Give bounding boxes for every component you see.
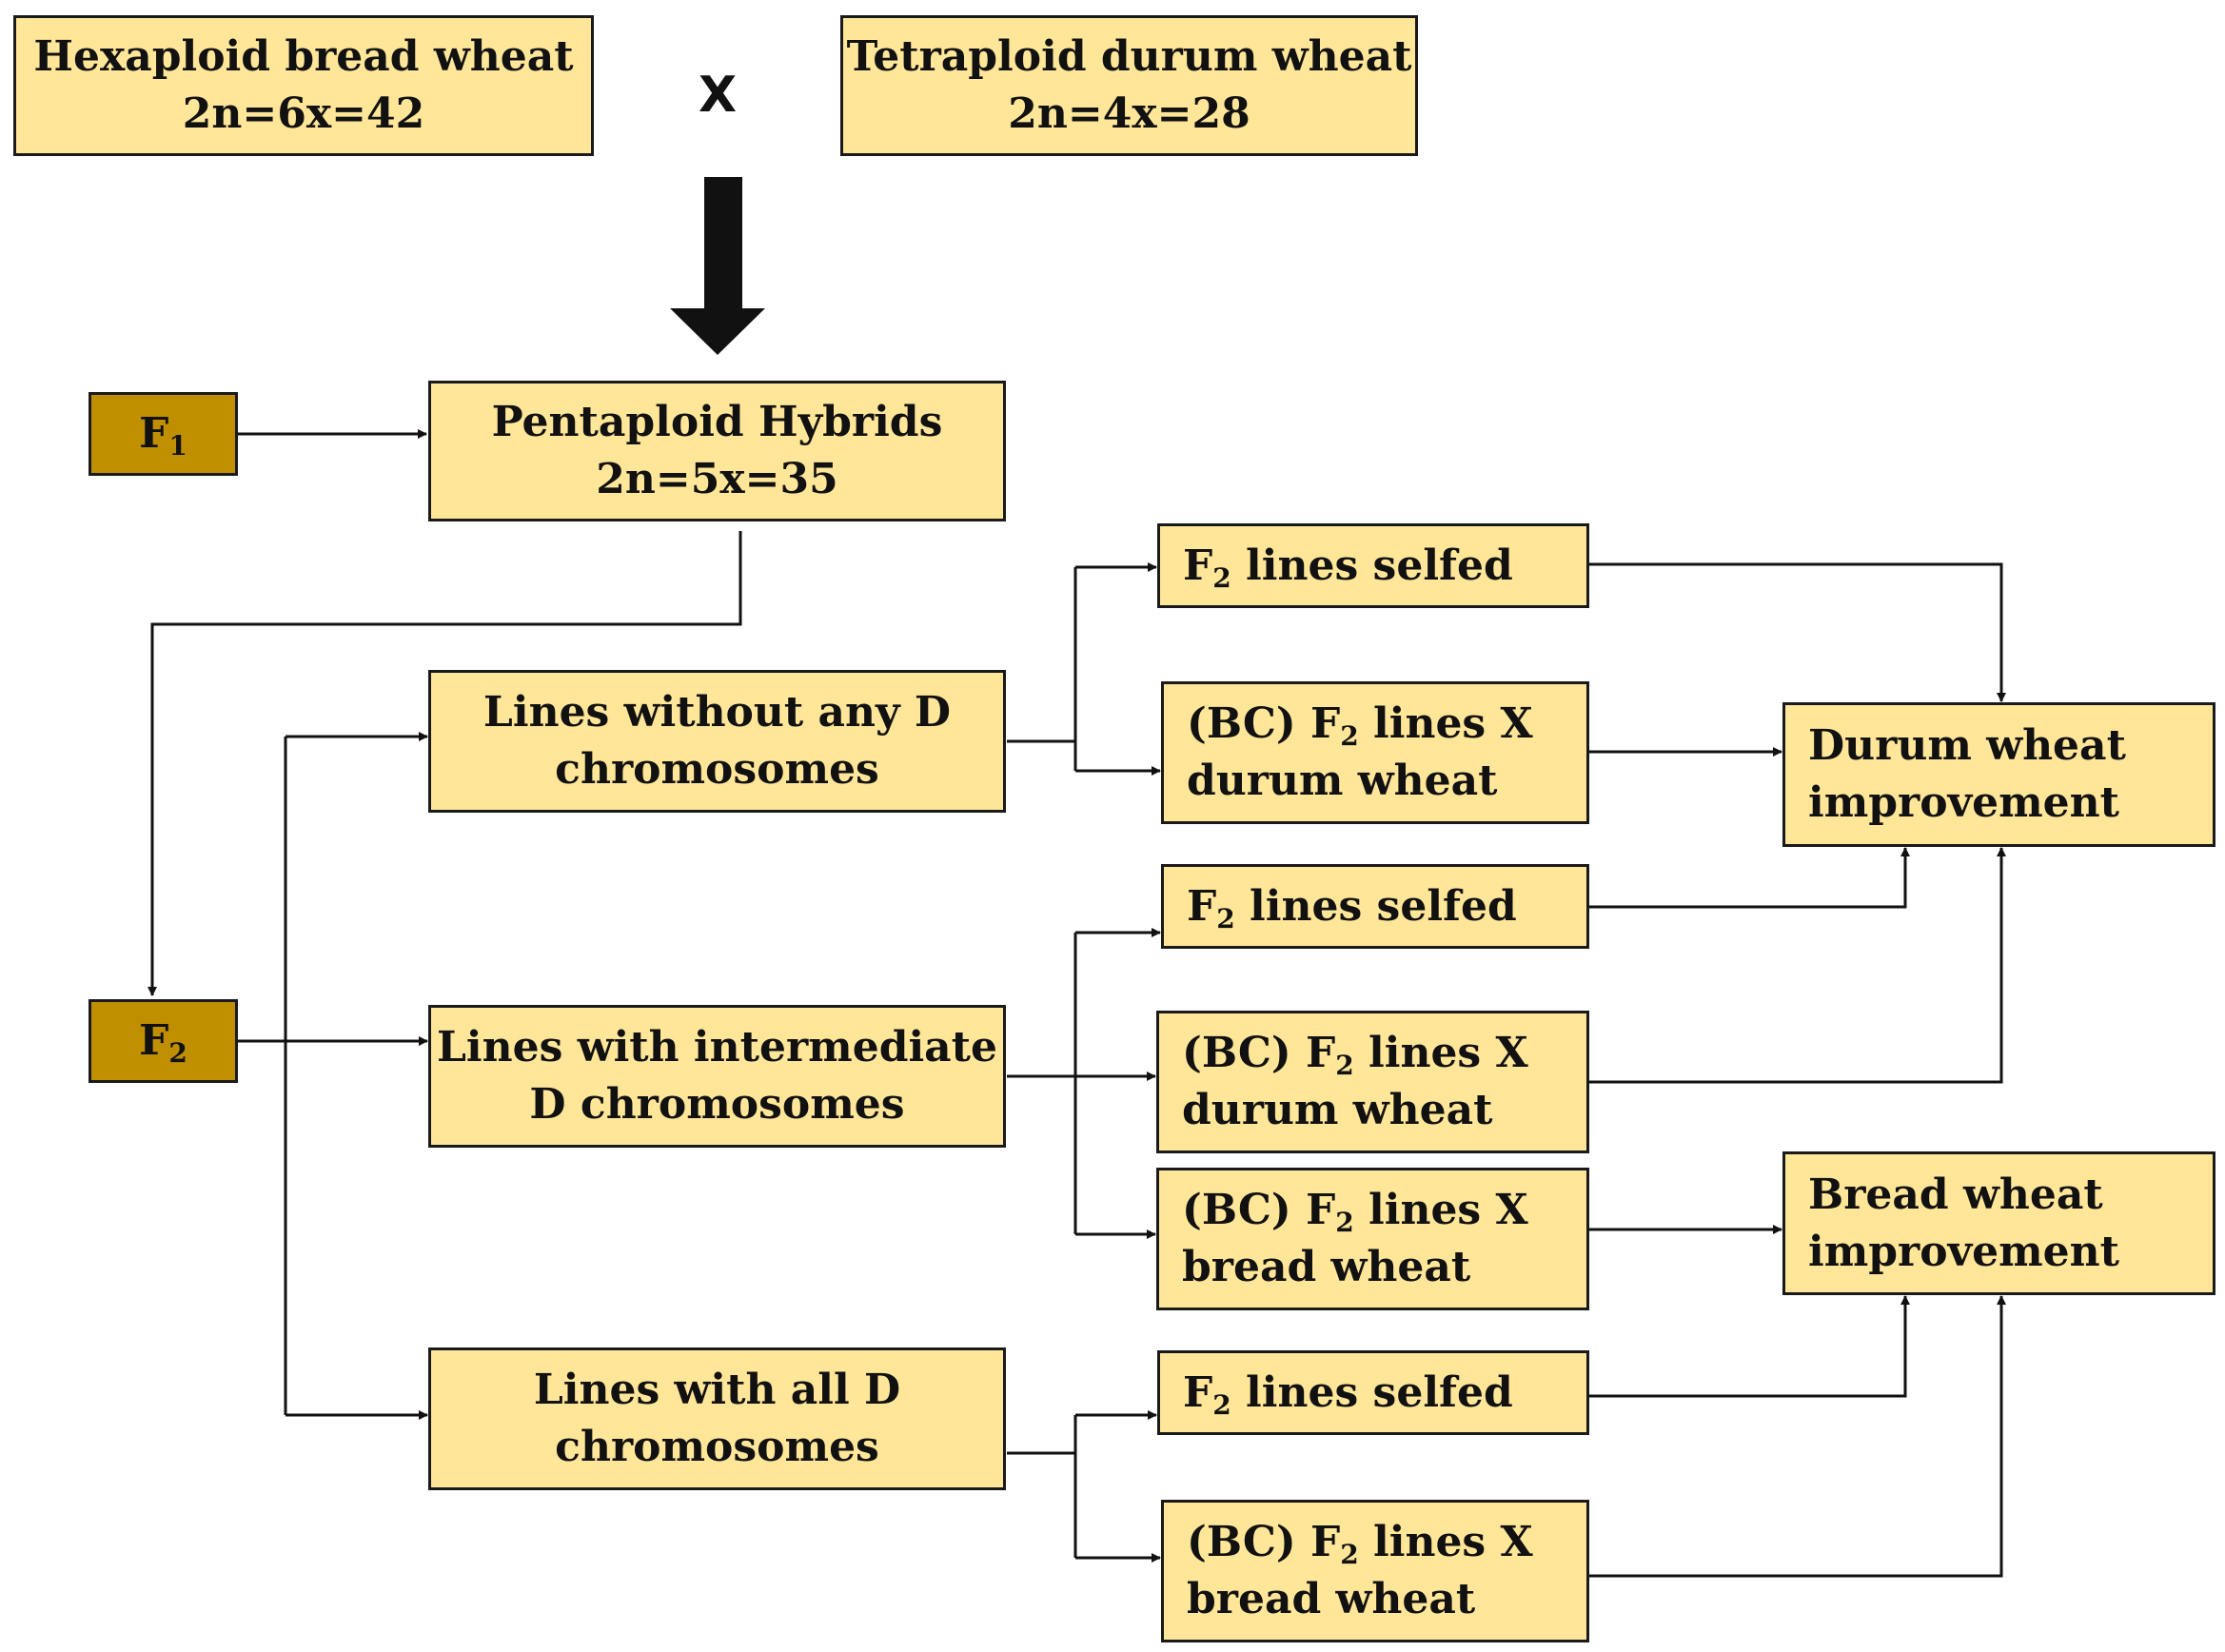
tetraploid-chromosomes: 2n=4x=28 (1008, 89, 1250, 138)
selfed-1-text: F2 lines selfed (1183, 541, 1513, 594)
outcome-bread-line1: Bread wheat (1808, 1170, 2103, 1219)
arrow-selfed3-bread (1589, 1295, 1910, 1398)
f1-box: F1 (89, 392, 238, 476)
group-all-d-line1: Lines with all D (533, 1366, 901, 1414)
bc-durum-1-line1: (BC) F2 lines X (1187, 699, 1533, 752)
arrow-hybrid-f2 (148, 531, 742, 996)
group-no-d-box: Lines without any D chromosomes (428, 670, 1006, 813)
pentaploid-hybrid-box: Pentaploid Hybrids 2n=5x=35 (428, 381, 1006, 521)
treatment-selfed-3: F2 lines selfed (1157, 1350, 1589, 1435)
group-int-line1: Lines with intermediate (436, 1023, 997, 1072)
treatment-selfed-1: F2 lines selfed (1157, 523, 1589, 608)
group-intermediate-d-box: Lines with intermediate D chromosomes (428, 1005, 1006, 1148)
group-all-d-line2: chromosomes (555, 1423, 879, 1471)
group-int-line2: D chromosomes (529, 1080, 905, 1129)
tetraploid-name: Tetraploid durum wheat (846, 32, 1412, 81)
outcome-durum-line2: improvement (1808, 778, 2119, 827)
treatment-bc-bread-2: (BC) F2 lines X bread wheat (1161, 1500, 1589, 1642)
bc-bread-2-line1: (BC) F2 lines X (1187, 1518, 1533, 1570)
cross-symbol: X (699, 67, 738, 124)
f1-label: F1 (139, 409, 187, 462)
hybrid-name: Pentaploid Hybrids (491, 398, 943, 446)
cross-down-arrow (670, 177, 765, 355)
outcome-bread-box: Bread wheat improvement (1782, 1151, 2215, 1295)
f2-box: F2 (89, 999, 238, 1083)
hybrid-chromosomes: 2n=5x=35 (596, 455, 838, 503)
selfed-2-text: F2 lines selfed (1187, 881, 1517, 934)
treatment-bc-durum-2: (BC) F2 lines X durum wheat (1156, 1011, 1589, 1153)
group-no-d-line2: chromosomes (555, 745, 879, 794)
arrow-selfed1-durum (1589, 562, 2006, 702)
bc-durum-2-line1: (BC) F2 lines X (1182, 1029, 1528, 1081)
treatment-selfed-2: F2 lines selfed (1161, 864, 1589, 949)
selfed-3-text: F2 lines selfed (1183, 1367, 1513, 1421)
parent-tetraploid-box: Tetraploid durum wheat 2n=4x=28 (840, 15, 1418, 156)
arrow-bc4-bread (1589, 1295, 2006, 1578)
bc-durum-2-line2: durum wheat (1182, 1086, 1493, 1134)
outcome-bread-line2: improvement (1808, 1227, 2119, 1276)
treatment-bc-bread-1: (BC) F2 lines X bread wheat (1156, 1168, 1589, 1310)
bc-bread-2-line2: bread wheat (1187, 1575, 1476, 1623)
f2-label: F2 (139, 1016, 187, 1069)
parent-hexaploid-box: Hexaploid bread wheat 2n=6x=42 (13, 15, 594, 156)
hexaploid-chromosomes: 2n=6x=42 (182, 89, 425, 138)
hexaploid-name: Hexaploid bread wheat (33, 32, 574, 81)
outcome-durum-line1: Durum wheat (1808, 721, 2126, 770)
arrow-selfed2-durum (1589, 847, 1910, 909)
group-all-d-box: Lines with all D chromosomes (428, 1347, 1006, 1490)
bc-bread-1-line2: bread wheat (1182, 1243, 1471, 1291)
treatment-bc-durum-1: (BC) F2 lines X durum wheat (1161, 681, 1589, 824)
outcome-durum-box: Durum wheat improvement (1782, 702, 2215, 847)
arrow-bc2-durum (1589, 847, 2006, 1084)
bc-durum-1-line2: durum wheat (1187, 757, 1498, 805)
bc-bread-1-line1: (BC) F2 lines X (1182, 1186, 1528, 1238)
group-no-d-line1: Lines without any D (482, 688, 952, 737)
